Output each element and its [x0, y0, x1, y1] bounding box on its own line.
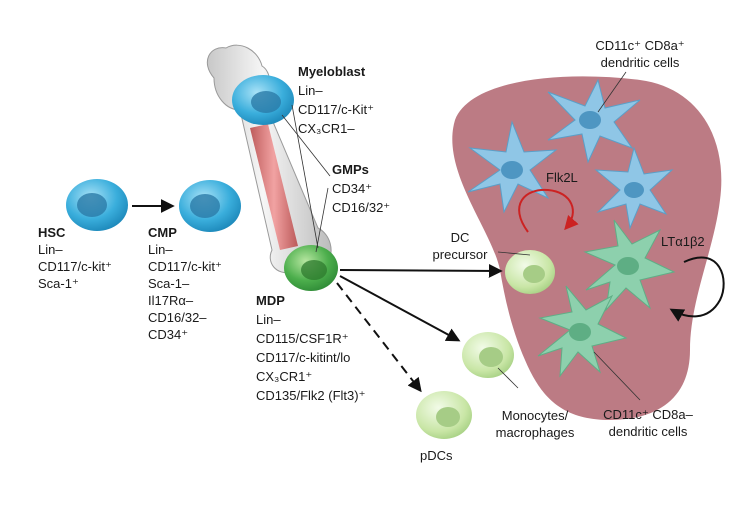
lta1b2-loop-arrow [669, 256, 725, 322]
label-line: Sca-1– [148, 276, 190, 291]
label-line: dendritic cells [601, 55, 680, 70]
label-line: CD34⁺ [148, 327, 188, 342]
label-line: CD135/Flk2 (Flt3)⁺ [256, 388, 365, 403]
label-title: HSC [38, 225, 66, 240]
label-line: precursor [433, 247, 489, 262]
label-line: CD11c⁺ CD8a⁺ [595, 38, 684, 53]
label-line: Sca-1⁺ [38, 276, 79, 291]
dc-precursor-cell [505, 250, 555, 294]
label-line: CD16/32– [148, 310, 207, 325]
mdp-to-pdc-arrow [336, 282, 422, 393]
cmp-cell [179, 180, 241, 232]
monocytes-label: Monocytes/macrophages [496, 408, 575, 440]
cmp-label: CMP Lin– CD117/c-kit⁺ Sca-1– Il17Rα– CD16/32–… [148, 225, 222, 342]
label-line: CX₃CR1⁺ [256, 369, 312, 384]
cd8a-neg-dendritic-cell [583, 219, 676, 312]
label-title: CMP [148, 225, 177, 240]
cd8a-neg-label: CD11c⁺ CD8a– dendritic cells [603, 407, 693, 439]
hsc-label: HSC Lin– CD117/c-kit⁺ Sca-1⁺ [38, 225, 112, 291]
label-line: CD117/c-kit⁺ [148, 259, 222, 274]
cd8a-pos-dendritic-cell [594, 146, 674, 230]
mdp-to-dc-precursor-arrow [339, 263, 503, 278]
label-title: MDP [256, 293, 285, 308]
leader-lines [281, 71, 641, 401]
label-line: Lin– [38, 242, 63, 257]
myeloblast-cell [232, 75, 294, 125]
dc-precursor-label: DC precursor [433, 230, 489, 262]
pdc-cell [416, 391, 472, 439]
lta1b2-label: LTα1β2 [661, 234, 705, 249]
label-title: GMPs [332, 162, 369, 177]
label-line: CX₃CR1– [298, 121, 355, 136]
label-line: Lin– [298, 83, 323, 98]
label-line: DC [451, 230, 470, 245]
label-line: Monocytes/ [502, 408, 569, 423]
mdp-to-monocyte-arrow [339, 275, 461, 342]
label-line: Il17Rα– [148, 293, 194, 308]
label-line: CD34⁺ [332, 181, 372, 196]
label-line: macrophages [496, 425, 575, 440]
cd8a-pos-dendritic-cell [547, 78, 641, 164]
cd8a-pos-dendritic-cell [467, 120, 558, 214]
label-line: CD115/CSF1R⁺ [256, 331, 349, 346]
flk2l-arrow [518, 188, 579, 233]
cd8a-pos-label: CD11c⁺ CD8a⁺ dendritic cells [595, 38, 684, 70]
monocyte-cell [462, 332, 514, 378]
label-line: CD117/c-kit⁺ [38, 259, 112, 274]
label-title: Myeloblast [298, 64, 366, 79]
pdcs-label: pDCs [420, 448, 453, 463]
cd8a-neg-dendritic-cell [537, 285, 628, 378]
label-line: CD16/32⁺ [332, 200, 390, 215]
label-line: CD11c⁺ CD8a– [603, 407, 693, 422]
label-line: CD117/c-kitint/lo [256, 350, 350, 365]
label-line: CD117/c-Kit⁺ [298, 102, 374, 117]
label-line: Lin– [256, 312, 281, 327]
label-line: dendritic cells [609, 424, 688, 439]
flk2l-label: Flk2L [546, 170, 578, 185]
hsc-cell [66, 179, 128, 231]
label-line: Lin– [148, 242, 173, 257]
mdp-cell [284, 245, 338, 291]
